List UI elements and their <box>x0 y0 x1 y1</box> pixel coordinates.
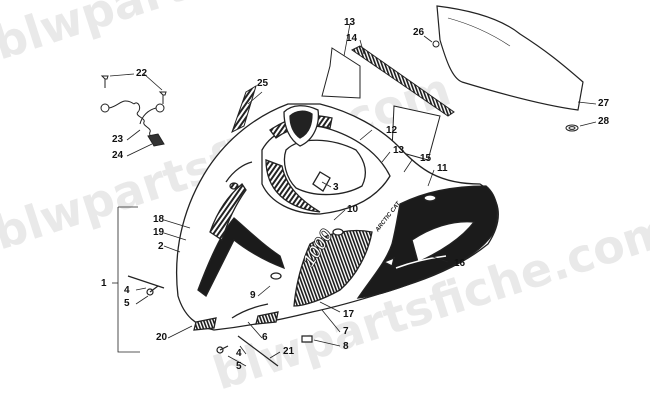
callout-25: 25 <box>257 78 269 89</box>
callout-19: 19 <box>153 227 165 238</box>
callout-10: 10 <box>347 204 359 215</box>
callout-1: 1 <box>101 278 107 289</box>
windshield-decal <box>321 47 441 161</box>
callout-22: 22 <box>136 68 148 79</box>
callout-8: 8 <box>343 341 349 352</box>
callout-12: 12 <box>386 125 398 136</box>
hood-spring-cable <box>100 100 165 147</box>
windshield-grommet <box>565 124 579 132</box>
callout-26: 26 <box>413 27 425 38</box>
callout-20: 20 <box>156 332 168 343</box>
callout-15: 15 <box>420 153 432 164</box>
watermark-text: blwpartsfiche.com <box>0 0 457 70</box>
windshield-screw <box>432 40 440 48</box>
callout-18: 18 <box>153 214 165 225</box>
callout-24: 24 <box>112 150 124 161</box>
callout-17: 17 <box>343 309 355 320</box>
callout-3: 3 <box>333 182 339 193</box>
callout-16: 16 <box>454 258 466 269</box>
callout-4: 4 <box>124 285 130 296</box>
callout-5: 5 <box>124 298 130 309</box>
callout-14: 14 <box>346 33 358 44</box>
callout-28: 28 <box>598 116 610 127</box>
callout-13: 13 <box>393 145 405 156</box>
leader-lines <box>109 23 597 367</box>
callout-6: 6 <box>262 332 268 343</box>
callout-2: 2 <box>158 241 164 252</box>
callout-4: 4 <box>236 348 242 359</box>
hood-pin <box>127 275 313 367</box>
callout-5: 5 <box>236 361 242 372</box>
cable-screw <box>100 75 167 104</box>
windshield-trim-strip <box>351 45 455 117</box>
callout-23: 23 <box>112 134 124 145</box>
callout-9: 9 <box>250 290 256 301</box>
windshield <box>436 5 584 111</box>
callout-13: 13 <box>344 17 356 28</box>
callout-11: 11 <box>437 163 448 174</box>
callout-27: 27 <box>598 98 610 109</box>
vent-decal <box>231 84 257 133</box>
callout-7: 7 <box>343 326 349 337</box>
callout-21: 21 <box>283 346 295 357</box>
